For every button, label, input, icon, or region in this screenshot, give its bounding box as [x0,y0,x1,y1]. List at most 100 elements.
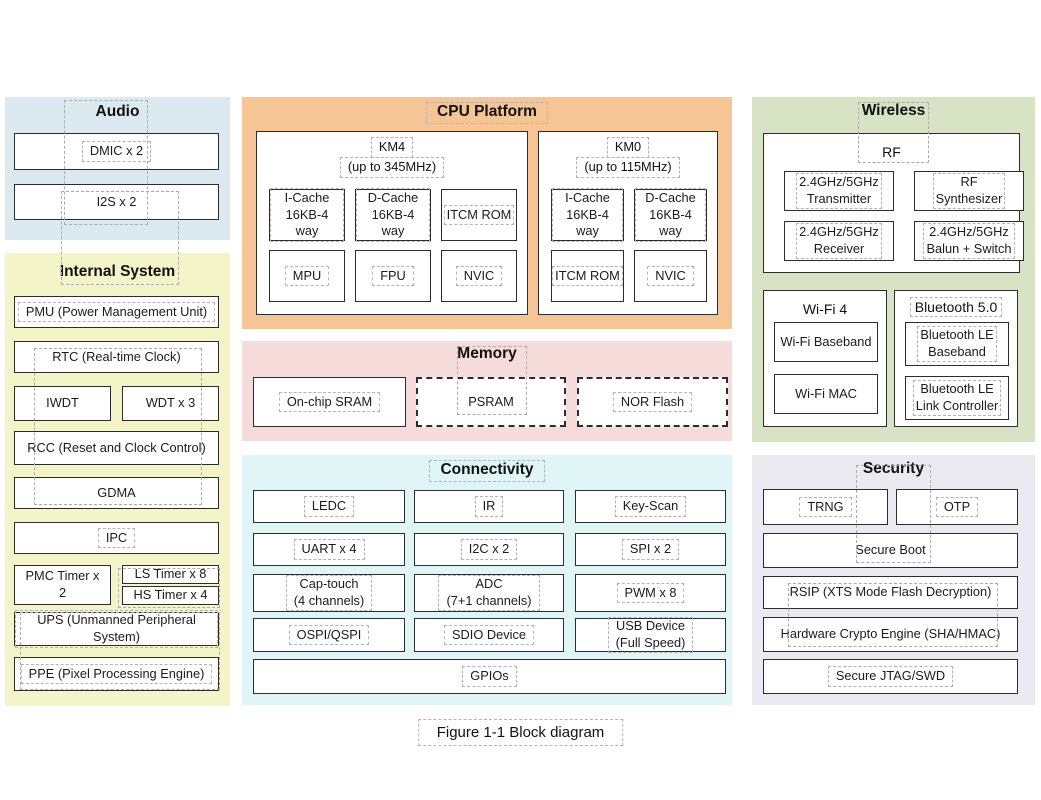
ipc-box: IPC [14,522,219,554]
gdma-label: GDMA [97,484,136,500]
km4-box: KM4 (up to 345MHz) I-Cache 16KB-4 way D-… [256,131,528,315]
pmc-timer-box: PMC Timer x 2 [14,565,111,605]
connectivity-section-title: Connectivity [242,460,732,482]
pmc-timer-label: PMC Timer x 2 [25,568,100,600]
internal-system-section-title: Internal System [5,263,230,283]
bt-le-baseband-box: Bluetooth LE Baseband [905,322,1009,366]
security-section-title: Security [752,460,1035,480]
ppe-box: PPE (Pixel Processing Engine) [14,657,219,691]
captouch-box: Cap-touch (4 channels) [253,574,405,612]
wdt-box: WDT x 3 [122,386,219,421]
rf-synthesizer-label: RF Synthesizer [932,173,1006,209]
usb-label: USB Device (Full Speed) [607,617,694,653]
km4-fpu-label: FPU [372,265,414,287]
hs-timer-box: HS Timer x 4 [122,586,219,605]
wifi-baseband-label: Wi-Fi Baseband [780,333,872,349]
memory-title-label: Memory [457,345,517,362]
wireless-section: Wireless RF 2.4GHz/5GHz Transmitter RF S… [752,97,1035,442]
wifi4-box: Wi-Fi 4 Wi-Fi Baseband Wi-Fi MAC [763,290,887,427]
rf-receiver-label: 2.4GHz/5GHz Receiver [796,223,882,259]
ups-box: UPS (Unmanned Peripheral System) [14,610,219,648]
pmu-box: PMU (Power Management Unit) [14,296,219,328]
pwm-label: PWM x 8 [616,582,685,604]
internal-system-title-label: Internal System [59,263,176,280]
km0-dcache-label: D-Cache 16KB-4 way [635,188,706,242]
internal-system-section: Internal System PMU (Power Management Un… [5,253,230,706]
wireless-title-label: Wireless [861,102,926,119]
km4-icache-label: I-Cache 16KB-4 way [270,188,344,242]
usb-box: USB Device (Full Speed) [575,617,726,653]
onchip-sram-label: On-chip SRAM [278,391,381,413]
km4-nvic-box: NVIC [441,250,517,302]
rcc-label: RCC (Reset and Clock Control) [27,439,206,455]
memory-section-title: Memory [242,345,732,365]
km4-mpu-box: MPU [269,250,345,302]
km4-itcm-rom-box: ITCM ROM [441,189,517,241]
bluetooth5-title-label: Bluetooth 5.0 [909,297,1003,318]
rf-box: RF 2.4GHz/5GHz Transmitter RF Synthesize… [763,133,1024,273]
bt-le-link-controller-box: Bluetooth LE Link Controller [905,376,1009,420]
gpio-box: GPIOs [253,659,726,694]
km0-itcm-rom-box: ITCM ROM [551,250,624,302]
security-title-label: Security [862,460,925,477]
km4-name-label: KM4 [370,137,414,158]
km0-freq-label: (up to 115MHz) [576,157,680,178]
km4-dcache-label: D-Cache 16KB-4 way [356,188,430,242]
ledc-box: LEDC [253,490,405,523]
crypto-engine-box: Hardware Crypto Engine (SHA/HMAC) [763,617,1018,652]
pmu-label: PMU (Power Management Unit) [17,301,216,323]
km0-itcm-rom-label: ITCM ROM [552,265,623,287]
rf-transmitter-box: 2.4GHz/5GHz Transmitter [784,171,894,211]
i2c-label: I2C x 2 [460,539,518,560]
rf-title-row: RF [764,142,1019,162]
sdio-box: SDIO Device [414,618,564,652]
wifi4-title-label: Wi-Fi 4 [802,301,848,317]
dmic-label: DMIC x 2 [81,141,152,162]
secure-boot-label: Secure Boot [855,542,926,558]
keyscan-label: Key-Scan [614,496,687,517]
hs-timer-label: HS Timer x 4 [133,587,208,603]
security-section: Security TRNG OTP Secure Boot RSIP (XTS … [752,455,1035,705]
adc-label: ADC (7+1 channels) [438,575,540,611]
rsip-box: RSIP (XTS Mode Flash Decryption) [763,576,1018,609]
km0-icache-box: I-Cache 16KB-4 way [551,188,624,242]
i2s-box: I2S x 2 [14,184,219,220]
crypto-engine-label: Hardware Crypto Engine (SHA/HMAC) [780,626,1001,642]
km4-dcache-box: D-Cache 16KB-4 way [355,188,431,242]
captouch-label: Cap-touch (4 channels) [285,575,373,611]
trng-box: TRNG [763,489,888,525]
km0-name-label: KM0 [606,137,650,158]
rf-balun-switch-box: 2.4GHz/5GHz Balun + Switch [914,221,1024,261]
ipc-label: IPC [97,527,136,549]
secure-jtag-label: Secure JTAG/SWD [827,666,954,687]
ups-label: UPS (Unmanned Peripheral System) [15,610,218,648]
km0-nvic-label: NVIC [647,265,694,287]
audio-title-label: Audio [95,103,140,120]
bluetooth5-title-row: Bluetooth 5.0 [895,297,1017,318]
wifi4-title-row: Wi-Fi 4 [764,299,886,319]
ppe-label: PPE (Pixel Processing Engine) [20,663,213,685]
pwm-box: PWM x 8 [575,574,726,612]
km4-name-row: KM4 [257,137,527,158]
ledc-label: LEDC [303,496,355,517]
rf-receiver-box: 2.4GHz/5GHz Receiver [784,221,894,261]
bluetooth5-box: Bluetooth 5.0 Bluetooth LE Baseband Blue… [894,290,1018,427]
ir-label: IR [474,496,504,517]
wifi-baseband-box: Wi-Fi Baseband [774,322,878,362]
ls-timer-box: LS Timer x 8 [122,565,219,584]
bt-le-link-controller-label: Bluetooth LE Link Controller [912,380,1002,416]
km4-fpu-box: FPU [355,250,431,302]
i2c-box: I2C x 2 [414,533,564,566]
rsip-label: RSIP (XTS Mode Flash Decryption) [789,584,992,600]
memory-section: Memory On-chip SRAM PSRAM NOR Flash [242,341,732,441]
iwdt-box: IWDT [14,386,111,421]
km0-box: KM0 (up to 115MHz) I-Cache 16KB-4 way D-… [538,131,718,315]
cpu-platform-section: CPU Platform KM4 (up to 345MHz) I-Cache … [242,97,732,329]
km0-dcache-box: D-Cache 16KB-4 way [634,188,707,242]
audio-section-title: Audio [5,103,230,123]
rf-transmitter-label: 2.4GHz/5GHz Transmitter [796,173,882,209]
i2s-label: I2S x 2 [96,193,137,209]
secure-boot-box: Secure Boot [763,533,1018,568]
rf-balun-switch-label: 2.4GHz/5GHz Balun + Switch [923,223,1015,259]
cpu-platform-section-title: CPU Platform [242,102,732,124]
